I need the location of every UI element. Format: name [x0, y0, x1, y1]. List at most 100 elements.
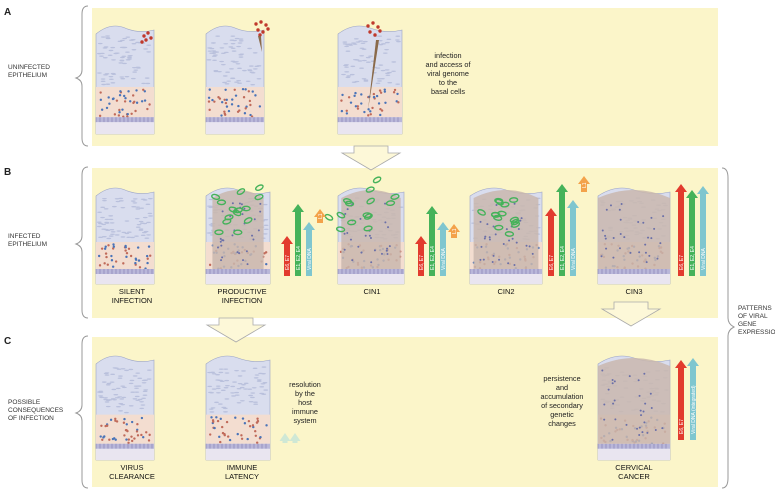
- label-viral-dna: Viral DNA: [701, 247, 707, 270]
- arrow-viral-dna: [303, 222, 315, 276]
- section-label-c: POSSIBLE CONSEQUENCES OF INFECTION: [8, 399, 63, 423]
- section-letter-a: A: [4, 7, 12, 18]
- label-viral-dna: Viral DNA: [441, 247, 447, 270]
- section-label-a: UNINFECTED EPITHELIUM: [8, 64, 50, 80]
- label-e1e2e4: E1, E2, E4: [690, 246, 696, 270]
- caption-line: IMMUNE: [226, 463, 258, 472]
- arrow-latent-1: [279, 433, 291, 443]
- tissue-b-cin3: [597, 187, 671, 285]
- arrow-latent-2: [289, 433, 301, 443]
- label-e6e7: E6, E7: [679, 255, 685, 270]
- label-e1e2e4: E1, E2, E4: [560, 246, 566, 270]
- note-line: viral genome: [427, 69, 469, 78]
- tissue-b-productive: [205, 184, 271, 285]
- caption-line: CLEARANCE: [109, 472, 155, 481]
- patterns-label-line: EXPRESSION: [738, 329, 775, 336]
- note-line: by the: [295, 389, 315, 398]
- tissue-c-clearance: [95, 355, 155, 461]
- caption-line: VIRUS: [120, 463, 144, 472]
- caption-line: CERVICAL: [615, 463, 653, 472]
- caption-virus-clearance: VIRUS CLEARANCE: [92, 463, 172, 481]
- caption-line: CIN2: [497, 287, 515, 296]
- section-label-a-line: UNINFECTED: [8, 64, 50, 71]
- arrow-e6e7: [675, 184, 687, 276]
- label-viral-dna: Viral DNA: [571, 247, 577, 270]
- label-e6e7: E6, E7: [549, 255, 555, 270]
- tissue-b-silent: [95, 187, 155, 285]
- arrow-viral-dna: [567, 200, 579, 276]
- patterns-label: PATTERNS OF VIRAL GENE EXPRESSION: [738, 305, 775, 337]
- arrow-e1e2e4: [426, 206, 438, 276]
- label-l1: L1: [452, 228, 458, 234]
- note-line: accumulation: [540, 392, 584, 401]
- section-label-b: INFECTED EPITHELIUM: [8, 233, 47, 249]
- caption-line: SILENT: [118, 287, 146, 296]
- note-line: infection: [434, 51, 462, 60]
- note-persistence: persistence and accumulation of secondar…: [530, 374, 594, 428]
- patterns-label-line: PATTERNS: [738, 305, 772, 312]
- label-e6e7: E6, E7: [679, 419, 685, 434]
- arrow-l1: [578, 176, 590, 192]
- section-label-c-line: OF INFECTION: [8, 415, 54, 422]
- caption-line: LATENCY: [224, 472, 260, 481]
- section-letter-c: C: [4, 336, 12, 347]
- note-line: basal cells: [430, 87, 466, 96]
- note-line: of secondary: [541, 401, 583, 410]
- section-label-c-line: POSSIBLE: [8, 399, 41, 406]
- label-l1: L1: [582, 182, 588, 188]
- tissue-c-latency: [205, 355, 271, 461]
- label-e6e7: E6, E7: [419, 255, 425, 270]
- arrow-e1e2e4: [686, 190, 698, 276]
- note-line: and access of: [425, 60, 471, 69]
- caption-cervical-cancer: CERVICAL CANCER: [594, 463, 674, 481]
- arrow-l1: [314, 209, 326, 223]
- arrow-e6e7: [281, 236, 293, 276]
- tissue-a1: [95, 25, 155, 135]
- note-line: host: [298, 398, 312, 407]
- patterns-label-line: GENE: [738, 321, 757, 328]
- caption-immune-latency: IMMUNE LATENCY: [202, 463, 282, 481]
- section-letter-b: B: [4, 167, 12, 178]
- note-line: immune: [292, 407, 318, 416]
- brace-c: [74, 335, 89, 489]
- note-infection: infection and access of viral genome to …: [408, 51, 488, 96]
- label-viral-dna-integrated: Viral DNA (integrated): [691, 385, 697, 434]
- tissue-c-cancer: [597, 355, 671, 461]
- section-label-b-line: EPITHELIUM: [8, 241, 48, 248]
- note-line: genetic: [550, 410, 574, 419]
- panel-a: [92, 8, 718, 146]
- note-line: and: [555, 383, 569, 392]
- caption-cin3: CIN3: [594, 287, 674, 296]
- label-e1e2e4: E1, E2, E4: [296, 246, 302, 270]
- caption-productive-infection: PRODUCTIVE INFECTION: [202, 287, 282, 305]
- label-l1: L1: [318, 213, 324, 219]
- caption-cin1: CIN1: [332, 287, 412, 296]
- note-line: changes: [548, 419, 576, 428]
- arrow-viral-dna: [697, 186, 709, 276]
- note-line: to the: [438, 78, 458, 87]
- section-label-a-line: EPITHELIUM: [8, 72, 48, 79]
- note-resolution: resolution by the host immune system: [282, 380, 328, 425]
- brace-b: [74, 166, 89, 319]
- arrow-e1e2e4: [556, 184, 568, 276]
- patterns-label-line: OF VIRAL: [738, 313, 768, 320]
- caption-line: INFECTION: [111, 296, 153, 305]
- brace-right: [721, 167, 736, 489]
- tissue-a3: [337, 21, 403, 135]
- caption-line: CANCER: [618, 472, 650, 481]
- caption-silent-infection: SILENT INFECTION: [92, 287, 172, 305]
- caption-cin2: CIN2: [466, 287, 546, 296]
- tissue-a2: [205, 20, 270, 135]
- note-line: system: [293, 416, 317, 425]
- label-viral-dna: Viral DNA: [307, 247, 313, 270]
- flow-arrow-a-b: [340, 145, 402, 171]
- label-e6e7: E6, E7: [285, 255, 291, 270]
- flow-arrow-b-c-left: [205, 317, 267, 343]
- arrow-viral-dna: [437, 222, 449, 276]
- brace-a: [74, 5, 89, 147]
- tissue-b-cin1: [324, 176, 405, 285]
- arrow-e6e7: [675, 360, 687, 440]
- flow-arrow-b-c-right: [600, 301, 662, 327]
- caption-line: INFECTION: [221, 296, 263, 305]
